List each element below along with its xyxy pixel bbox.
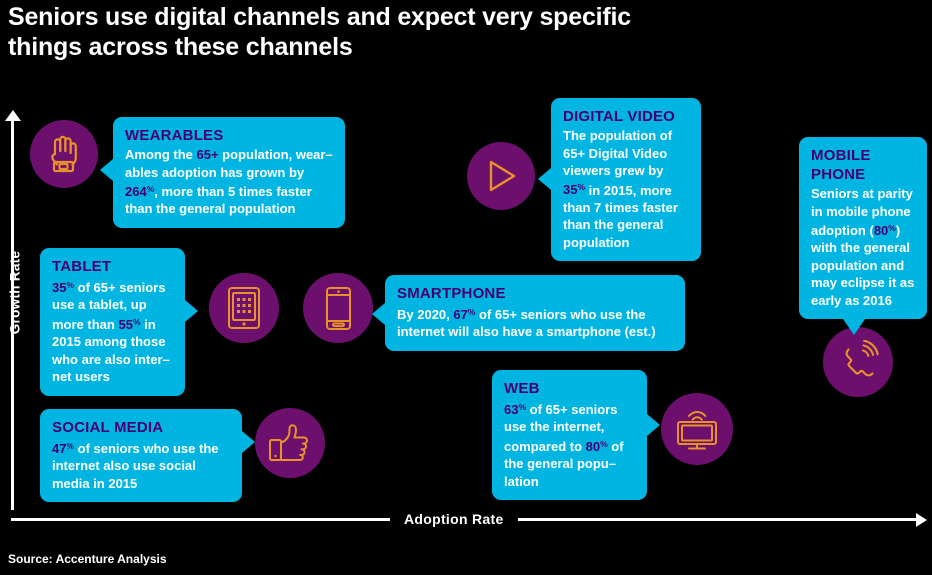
callout-tail-digital-video	[538, 168, 551, 190]
icon-circle-digital-video	[467, 142, 535, 210]
callout-tail-social-media	[242, 431, 255, 453]
callout-heading-smartphone: SMARTPHONE	[397, 285, 506, 302]
callout-body-social-media: 47% of seniors who use the internet also…	[52, 440, 219, 491]
play-button-icon	[481, 156, 521, 196]
monitor-wifi-icon	[674, 407, 720, 451]
icon-circle-web	[661, 393, 733, 465]
callout-heading-digital-video: DIGITAL VIDEO	[563, 108, 676, 125]
callout-heading-wearables: WEARABLES	[125, 127, 224, 144]
callout-tail-smartphone	[372, 303, 385, 325]
callout-body-tablet: 35% of 65+ seniors use a tablet, up more…	[52, 279, 170, 385]
icon-circle-mobile-phone	[823, 327, 893, 397]
callout-wearables[interactable]: WEARABLES Among the 65+ population, wear…	[100, 117, 345, 228]
callout-tail-wearables	[100, 159, 113, 181]
callout-tail-tablet	[185, 300, 198, 322]
y-axis-arrow-icon	[5, 110, 21, 121]
x-axis-arrow-icon	[916, 513, 927, 527]
smartphone-icon	[325, 286, 352, 331]
callout-body-smartphone: By 2020, 67% of 65+ seniors who use the …	[397, 306, 656, 340]
thumbs-up-icon	[268, 423, 312, 463]
wearable-watch-icon	[46, 132, 82, 176]
phone-handset-icon	[836, 340, 880, 384]
icon-circle-wearables	[30, 120, 98, 188]
icon-circle-smartphone	[303, 273, 373, 343]
callout-mobile-phone[interactable]: MOBILE PHONE Seniors at parity in mobile…	[799, 137, 927, 336]
callout-tablet[interactable]: TABLET 35% of 65+ seniors use a tablet, …	[40, 248, 198, 396]
callout-body-digital-video: The population of 65+ Digital Video view…	[563, 128, 678, 250]
icon-circle-tablet	[209, 273, 279, 343]
callout-heading-social-media: SOCIAL MEDIA	[52, 419, 164, 436]
icon-circle-social-media	[255, 408, 325, 478]
callout-digital-video[interactable]: DIGITAL VIDEO The population of 65+ Digi…	[538, 98, 701, 262]
callout-body-mobile-phone: Seniors at parity in mobile phone adopti…	[811, 186, 915, 308]
callout-web[interactable]: WEB 63% of 65+ seniors use the internet,…	[492, 370, 660, 501]
y-axis-line	[11, 118, 14, 510]
page-title: Seniors use digital channels and expect …	[8, 3, 631, 61]
callout-body-web: 63% of 65+ seniors use the internet, com…	[504, 401, 624, 489]
callout-smartphone[interactable]: SMARTPHONE By 2020, 67% of 65+ seniors w…	[372, 275, 685, 351]
callout-social-media[interactable]: SOCIAL MEDIA 47% of seniors who use the …	[40, 409, 255, 503]
x-axis-label: Adoption Rate	[390, 508, 518, 530]
callout-body-wearables: Among the 65+ population, wear–ables ado…	[125, 147, 333, 217]
callout-heading-mobile-phone: MOBILE PHONE	[811, 147, 871, 183]
y-axis-label: Growth Rate	[7, 250, 23, 335]
tablet-icon	[227, 286, 261, 330]
callout-tail-mobile-phone	[843, 319, 865, 336]
callout-tail-web	[647, 414, 660, 436]
callout-heading-web: WEB	[504, 380, 540, 397]
source-note: Source: Accenture Analysis	[8, 552, 167, 566]
callout-heading-tablet: TABLET	[52, 258, 112, 275]
